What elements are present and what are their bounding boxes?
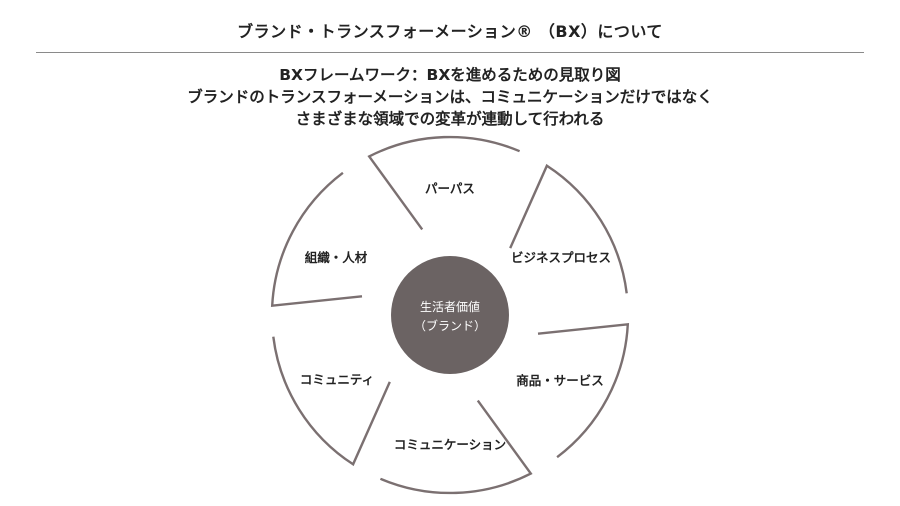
subtitle-line-3: さまざまな領域での変革が連動して行われる xyxy=(295,110,605,128)
segment-outline-organization xyxy=(270,171,363,308)
page-title: ブランド・トランスフォーメーション® （BX）について xyxy=(237,22,663,41)
subtitle-line-2: ブランドのトランスフォーメーションは、コミュニケーションだけではなく xyxy=(187,88,713,106)
segment-label-communication: コミュニケーション xyxy=(394,437,506,452)
segment-label-community: コミュニティ xyxy=(300,372,374,387)
segment-outline-products-services xyxy=(537,322,630,459)
segment-outlines xyxy=(270,135,630,495)
subtitle-line-1: BXフレームワーク：BXを進めるための見取り図 xyxy=(279,66,621,84)
segment-label-organization: 組織・人材 xyxy=(305,250,368,265)
segment-outline-communication xyxy=(379,399,533,495)
core-label-line-1: 生活者価値 xyxy=(420,299,480,314)
segment-outline-purpose xyxy=(367,135,521,231)
segment-outline-business-process xyxy=(509,163,628,294)
core-label-line-2: （ブランド） xyxy=(414,318,486,333)
segment-outline-community xyxy=(272,336,391,467)
diagram-subtitle: BXフレームワーク：BXを進めるための見取り図 ブランドのトランスフォーメーショ… xyxy=(0,64,900,130)
segment-label-business-process: ビジネスプロセス xyxy=(511,250,611,265)
segment-label-purpose: パーパス xyxy=(425,181,475,196)
title-divider xyxy=(36,52,864,53)
segment-label-products-services: 商品・サービス xyxy=(516,373,604,388)
core-circle xyxy=(391,256,509,374)
